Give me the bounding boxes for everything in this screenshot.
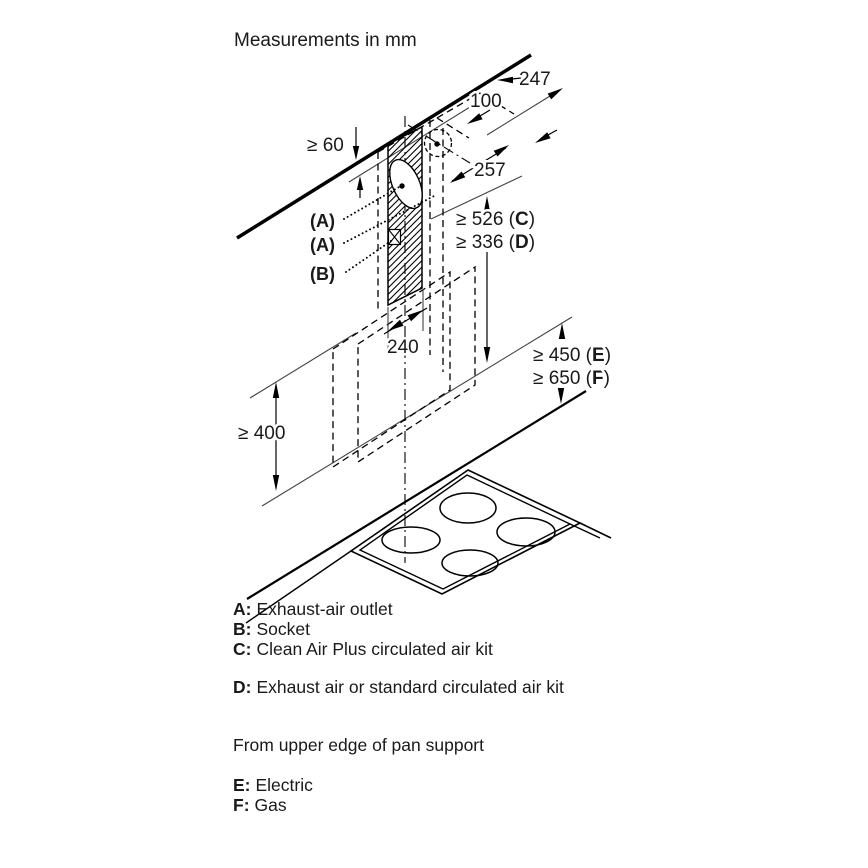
dim-100-label: 100: [470, 91, 502, 112]
outlet-circle-dot: [434, 141, 440, 147]
socket-symbol: [387, 228, 402, 246]
burner: [381, 526, 441, 554]
dim526-extension: [430, 175, 523, 220]
dim400-upper-extension: [249, 332, 357, 399]
legend-row-e: E:Electric: [233, 775, 313, 795]
dim-526-label: ≥ 526 (C): [456, 209, 535, 230]
dim-100: [467, 109, 558, 143]
canopy-dashed-outline: [332, 265, 476, 469]
dim-247-label: 247: [519, 69, 551, 90]
legend-row-d: D:Exhaust air or standard circulated air…: [233, 677, 564, 697]
legend-row-a: A:Exhaust-air outlet: [233, 599, 393, 619]
chimney-dashed-outline: [377, 92, 515, 372]
dim-240-label: 240: [387, 337, 419, 358]
dim-60-label: ≥ 60: [307, 135, 344, 156]
outlet-circle-dashed: [423, 128, 453, 158]
dim-247: [486, 76, 563, 136]
legend-row-b: B:Socket: [233, 619, 310, 639]
legend-row-c: C:Clean Air Plus circulated air kit: [233, 639, 493, 659]
dim-336-label: ≥ 336 (D): [456, 232, 535, 253]
dim-450-label: ≥ 450 (E): [533, 345, 611, 366]
hatched-wall-strip: [387, 125, 423, 307]
cooktop: [245, 469, 612, 624]
burner: [441, 549, 499, 577]
dim-400-label: ≥ 400: [238, 423, 285, 444]
burner: [439, 492, 497, 524]
hood-bottom-extension-line: [261, 316, 573, 507]
legend-row-f: F:Gas: [233, 795, 287, 815]
exhaust-outlet-ellipse: [389, 158, 423, 210]
wall-ceiling-edge: [236, 53, 532, 240]
dim-257: [450, 145, 509, 183]
dim-240: [383, 289, 428, 349]
dim-257-label: 257: [474, 160, 506, 181]
callout-b-label: (B): [310, 264, 335, 284]
page-title: Measurements in mm: [234, 30, 417, 51]
callout-a1-label: (A): [310, 211, 335, 231]
dim-450-650: [557, 323, 566, 404]
dim-60: [352, 127, 364, 198]
dim-526-336: [483, 196, 491, 363]
burner: [496, 517, 556, 547]
outlet-center-dot: [399, 183, 405, 189]
callout-leaders: [343, 186, 435, 273]
dim-400: [272, 382, 280, 491]
dim-650-label: ≥ 650 (F): [533, 368, 610, 389]
callout-a2-label: (A): [310, 235, 335, 255]
legend-note: From upper edge of pan support: [233, 735, 484, 755]
legend: A:Exhaust-air outlet B:Socket C:Clean Ai…: [233, 599, 564, 815]
hob-plane-line: [246, 390, 587, 600]
